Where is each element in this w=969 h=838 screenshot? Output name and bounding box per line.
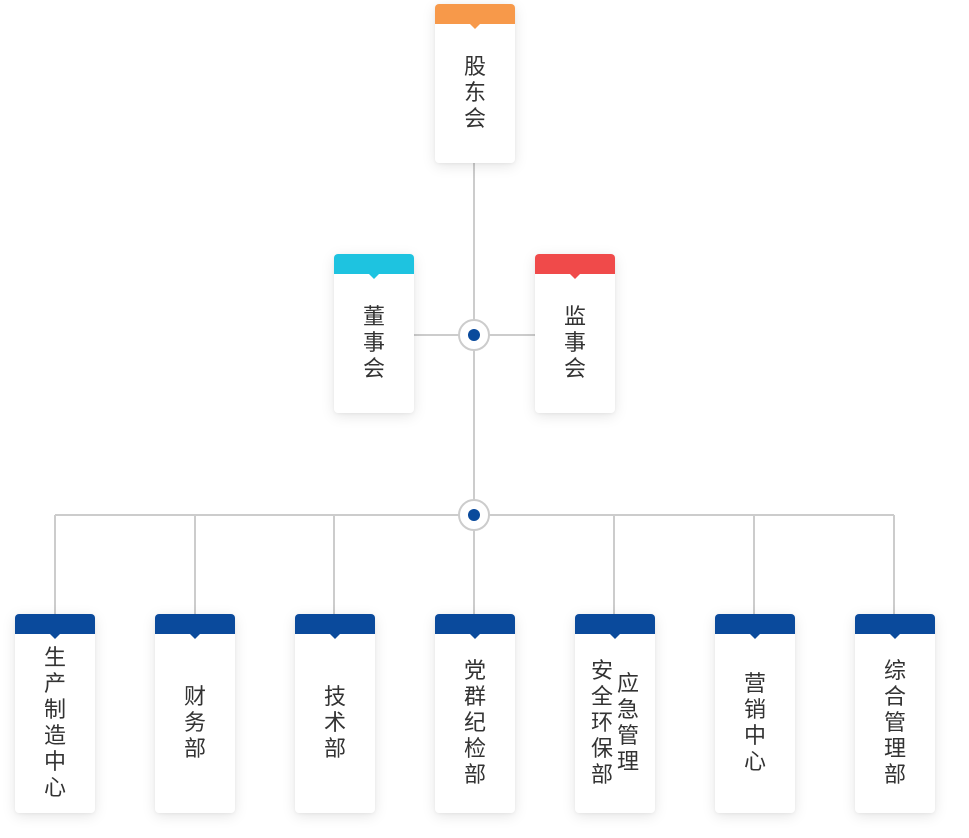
node-label-column: 股东会 [464, 55, 486, 133]
node-label-column: 综合管理部 [884, 659, 906, 789]
node-label-char: 务 [183, 710, 206, 736]
node-dept-party-discipline: 党群纪检部 [435, 614, 515, 813]
node-label-char: 销 [743, 697, 766, 723]
node-dept-safety-emergency-cap [575, 614, 655, 639]
node-label-char: 部 [590, 762, 613, 788]
node-label-column: 安全环保部 [591, 659, 613, 789]
node-dept-marketing-text: 营销中心 [715, 634, 795, 813]
node-label-char: 理 [883, 736, 906, 762]
node-dept-general-admin: 综合管理部 [855, 614, 935, 813]
node-label-char: 事 [563, 330, 586, 356]
node-label-char: 环 [590, 710, 613, 736]
node-dept-safety-emergency-text: 应急管理安全环保部 [575, 634, 655, 813]
node-label-char: 会 [463, 106, 486, 132]
node-label-char: 党 [463, 658, 486, 684]
node-label-char: 股 [463, 54, 486, 80]
node-label-column: 董事会 [363, 305, 385, 383]
node-label-char: 综 [883, 658, 906, 684]
node-label-char: 安 [590, 658, 613, 684]
node-dept-production: 生产制造中心 [15, 614, 95, 813]
node-supervisors: 监事会 [535, 254, 615, 413]
node-label-char: 群 [463, 684, 486, 710]
node-dept-marketing-cap [715, 614, 795, 639]
node-label-column: 技术部 [324, 685, 346, 763]
node-label-char: 检 [463, 736, 486, 762]
node-label-char: 会 [362, 356, 385, 382]
node-dept-party-discipline-text: 党群纪检部 [435, 634, 515, 813]
node-label-char: 保 [590, 736, 613, 762]
node-dept-general-admin-text: 综合管理部 [855, 634, 935, 813]
node-supervisors-cap [535, 254, 615, 279]
node-label-char: 制 [43, 697, 66, 723]
node-label-char: 心 [743, 749, 766, 775]
node-label-char: 部 [463, 762, 486, 788]
node-board: 董事会 [334, 254, 414, 413]
node-label-char: 东 [463, 80, 486, 106]
node-shareholders-text: 股东会 [435, 24, 515, 163]
node-label-column: 营销中心 [744, 672, 766, 776]
node-label-char: 董 [362, 304, 385, 330]
node-label-char: 技 [323, 684, 346, 710]
node-label-column: 党群纪检部 [464, 659, 486, 789]
node-dept-production-text: 生产制造中心 [15, 634, 95, 813]
node-label-char: 会 [563, 356, 586, 382]
node-label-char: 部 [183, 736, 206, 762]
node-dept-safety-emergency: 应急管理安全环保部 [575, 614, 655, 813]
node-dept-technology-cap [295, 614, 375, 639]
node-label-char: 事 [362, 330, 385, 356]
node-label-char: 部 [323, 736, 346, 762]
hub-dot-upper-core [468, 329, 480, 341]
hub-dot-upper [458, 319, 490, 351]
node-label-char: 生 [43, 645, 66, 671]
node-label-char: 中 [743, 723, 766, 749]
node-label-char: 监 [563, 304, 586, 330]
node-label-char: 造 [43, 723, 66, 749]
node-label-char: 纪 [463, 710, 486, 736]
node-label-char: 急 [617, 697, 640, 723]
node-board-cap [334, 254, 414, 279]
node-dept-finance-cap [155, 614, 235, 639]
node-supervisors-text: 监事会 [535, 274, 615, 413]
node-label-char: 产 [43, 671, 66, 697]
node-label-char: 术 [323, 710, 346, 736]
node-label-char: 部 [883, 762, 906, 788]
node-dept-general-admin-cap [855, 614, 935, 639]
node-dept-production-cap [15, 614, 95, 639]
node-dept-party-discipline-cap [435, 614, 515, 639]
node-label-char: 全 [590, 684, 613, 710]
node-label-char: 应 [617, 671, 640, 697]
node-label-char: 心 [43, 775, 66, 801]
hub-dot-lower [458, 499, 490, 531]
node-label-char: 营 [743, 671, 766, 697]
node-label-column: 财务部 [184, 685, 206, 763]
node-shareholders: 股东会 [435, 4, 515, 163]
node-dept-finance: 财务部 [155, 614, 235, 813]
node-dept-technology-text: 技术部 [295, 634, 375, 813]
node-label-char: 管 [617, 723, 640, 749]
node-board-text: 董事会 [334, 274, 414, 413]
node-label-char: 中 [43, 749, 66, 775]
hub-dot-lower-core [468, 509, 480, 521]
node-dept-marketing: 营销中心 [715, 614, 795, 813]
node-dept-finance-text: 财务部 [155, 634, 235, 813]
node-shareholders-cap [435, 4, 515, 29]
node-label-column: 监事会 [564, 305, 586, 383]
node-label-column: 应急管理 [617, 672, 639, 776]
node-label-char: 管 [883, 710, 906, 736]
node-label-char: 财 [183, 684, 206, 710]
node-label-char: 理 [617, 749, 640, 775]
node-dept-technology: 技术部 [295, 614, 375, 813]
node-label-column: 生产制造中心 [44, 646, 66, 802]
node-label-char: 合 [883, 684, 906, 710]
